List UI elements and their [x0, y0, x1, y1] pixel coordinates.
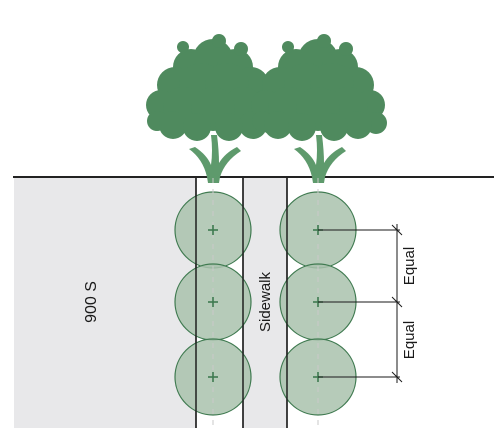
- plus-icon: [208, 297, 218, 307]
- parkway-border: [195, 178, 288, 428]
- spacing-label-top: Equal: [401, 247, 418, 285]
- sidewalk-label: Sidewalk: [257, 271, 274, 332]
- street-label: 900 S: [83, 281, 100, 323]
- plus-icon: [208, 372, 218, 382]
- plus-icon: [208, 225, 218, 235]
- spacing-label-bottom: Equal: [401, 321, 418, 359]
- tree-icon: [251, 34, 387, 183]
- spacing-dimensions: [318, 224, 403, 383]
- street-area: [14, 178, 196, 428]
